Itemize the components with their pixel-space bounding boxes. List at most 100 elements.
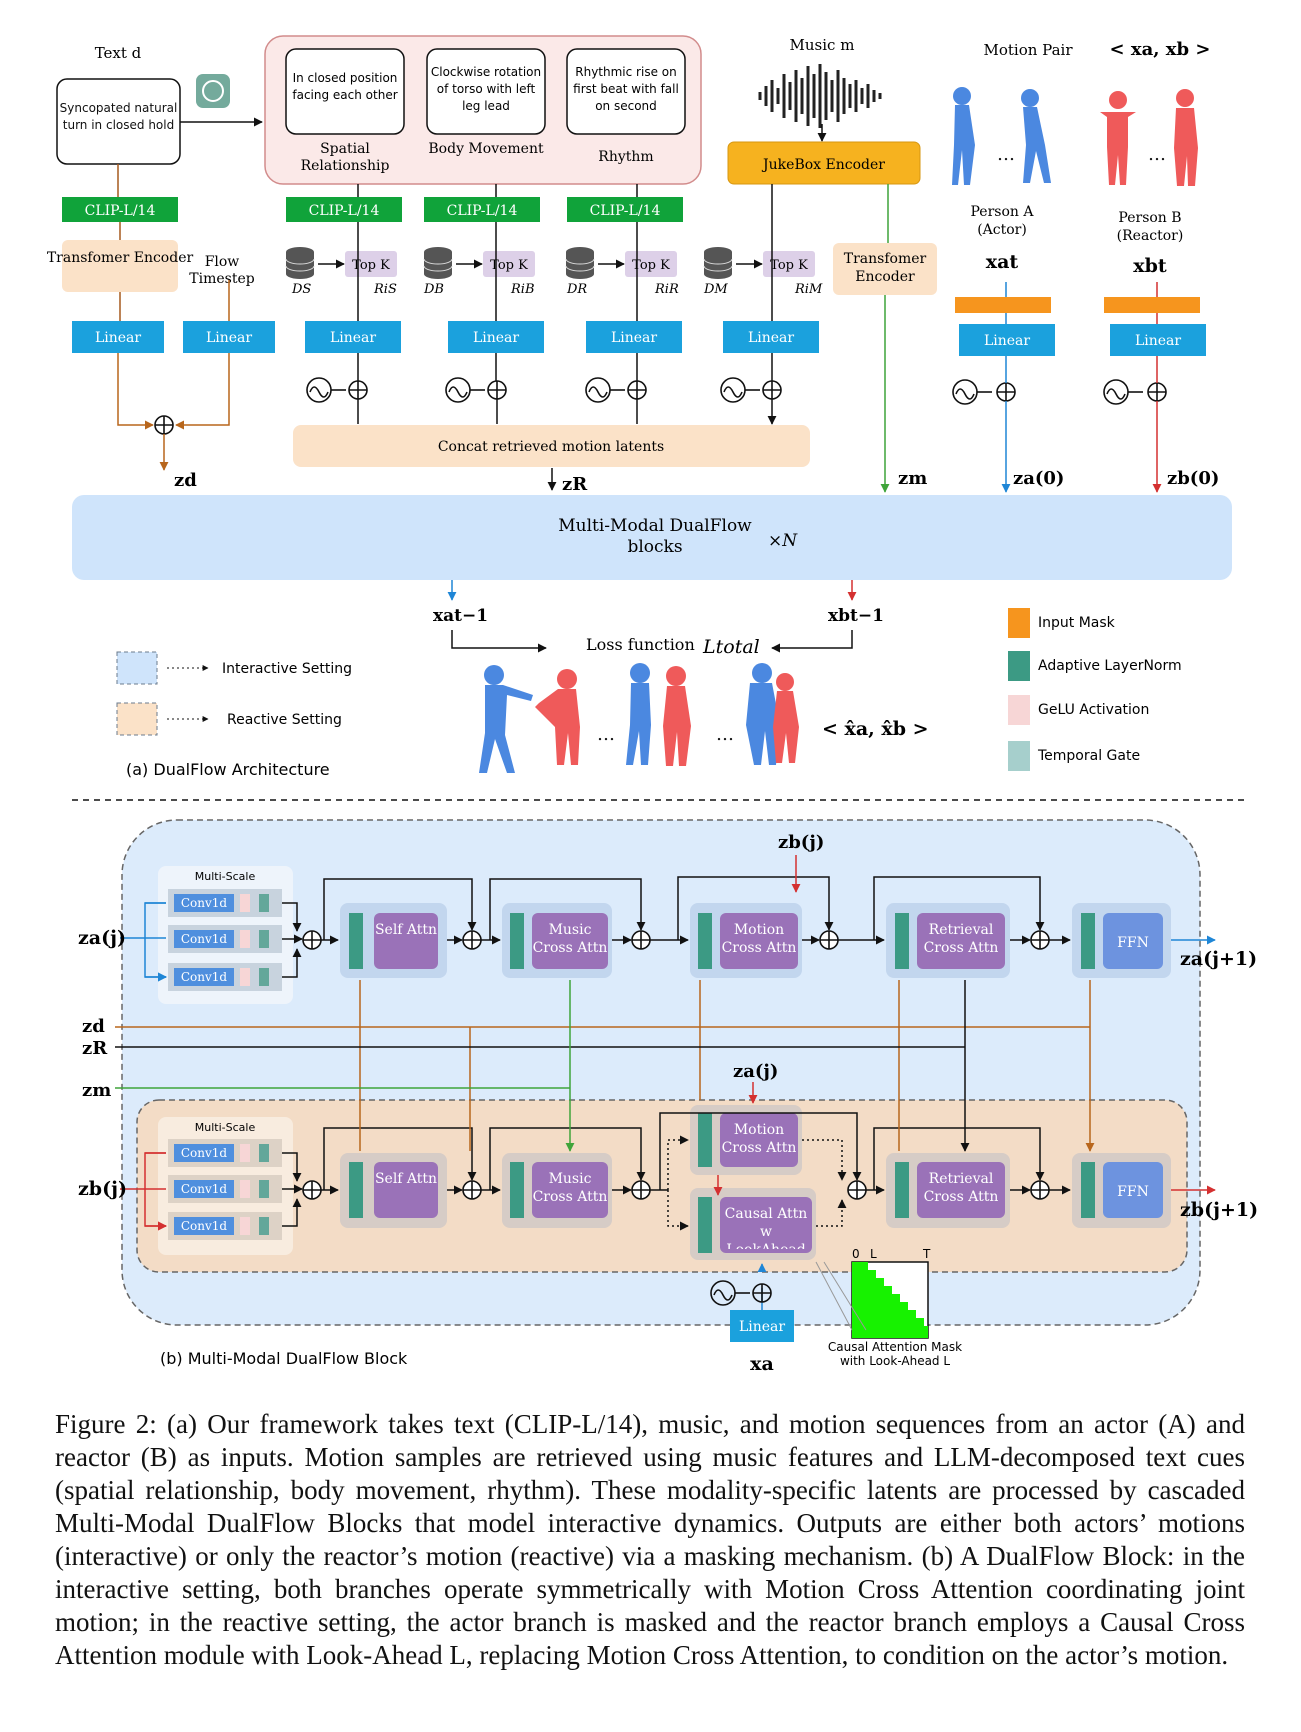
person-a-label: Person A (971, 204, 1035, 220)
svg-text:Conv1d: Conv1d (181, 970, 228, 984)
person-b-label: Person B (1118, 210, 1181, 226)
actor-figures: … (952, 87, 1051, 185)
ffn-b: FFN (1117, 1184, 1149, 1200)
svg-text:…: … (597, 724, 615, 745)
svg-text:T: T (922, 1247, 931, 1261)
causal-attention-mask (815, 1261, 929, 1339)
database-icon (565, 247, 595, 279)
retrieval-cross-attn-b: Retrieval Cross Attn (923, 1171, 999, 1205)
svg-text:Linear: Linear (1135, 333, 1181, 349)
svg-text:Linear: Linear (611, 330, 657, 346)
music-cross-attn-a: Music Cross Attn (532, 922, 608, 956)
svg-text:Conv1d: Conv1d (181, 932, 228, 946)
svg-text:Top K: Top K (632, 258, 670, 273)
svg-text:CLIP-L/14: CLIP-L/14 (447, 203, 518, 219)
text-transformer-encoder (62, 240, 178, 292)
svg-text:Conv1d: Conv1d (181, 1182, 228, 1196)
clip-encoders: CLIP-L/14 CLIP-L/14 CLIP-L/14 CLIP-L/14 (62, 197, 683, 222)
part-b: Multi-Scale Conv1d Conv1d Conv1d Multi-S… (78, 819, 1258, 1375)
zb-next-output: zb(j+1) (1180, 1199, 1258, 1221)
svg-text:Top K: Top K (352, 258, 390, 273)
prompt-label: Body Movement (428, 141, 544, 157)
component-legend: Input Mask Adaptive LayerNorm GeLU Activ… (1008, 608, 1182, 771)
svg-text:Linear: Linear (473, 330, 519, 346)
retrieval-rows: DS DB DR DM Top K Top K Top K Top K RiS … (285, 247, 823, 297)
ffn-a: FFN (1117, 935, 1149, 951)
svg-text:RiR: RiR (654, 282, 679, 297)
svg-text:Linear: Linear (206, 330, 252, 346)
za-j-cross: za(j) (733, 1061, 778, 1082)
output-pair-math: < x̂a, x̂b > (822, 718, 929, 740)
svg-text:Linear: Linear (95, 330, 141, 346)
modules-b: Self Attn Music Cross Attn Motion Cross … (340, 1105, 1171, 1260)
dualflow-blocks-label: Multi-Modal DualFlow blocks (558, 516, 752, 557)
svg-text:RiS: RiS (373, 282, 397, 297)
interactive-setting-label: Interactive Setting (222, 661, 352, 677)
residual-add-nodes (302, 930, 1050, 1200)
prompt-text: Rhythmic rise on first beat with fall on… (573, 65, 679, 113)
concat-label: Concat retrieved motion latents (438, 439, 664, 455)
zd-b-label: zd (82, 1016, 105, 1037)
svg-text:Linear: Linear (330, 330, 376, 346)
database-icon (703, 247, 733, 279)
svg-text:Top K: Top K (770, 258, 808, 273)
svg-text:Conv1d: Conv1d (181, 896, 228, 910)
prompt-text: In closed position facing each other (292, 71, 398, 102)
prompt-label: Rhythm (598, 149, 654, 165)
prompt-spatial: In closed position facing each other Spa… (285, 48, 405, 174)
part-a: Text d Syncopated natural turn in closed… (47, 35, 1232, 779)
svg-text:Conv1d: Conv1d (181, 1219, 228, 1233)
xa-positional-encoding (710, 1280, 772, 1306)
modules-a: Self Attn Music Cross Attn Motion Cross … (340, 903, 1171, 978)
svg-text:Temporal Gate: Temporal Gate (1037, 748, 1140, 764)
conv-stack-b: Conv1d Conv1d Conv1d (168, 1139, 282, 1240)
svg-text:Top K: Top K (490, 258, 528, 273)
svg-text:DM: DM (703, 282, 728, 297)
xa-prev-label: xat−1 (433, 606, 488, 626)
zb-j-input: zb(j) (78, 1178, 127, 1200)
prompt-rhythm: Rhythmic rise on first beat with fall on… (566, 48, 686, 165)
xa-input: xa (750, 1353, 774, 1375)
database-icon (285, 247, 315, 279)
input-mask-a (955, 297, 1051, 313)
linear-layers: Linear Linear Linear Linear Linear Linea… (72, 321, 1206, 356)
person-a-role: (Actor) (977, 222, 1027, 238)
svg-text:Multi-Scale: Multi-Scale (195, 1121, 256, 1134)
input-mask-b (1104, 297, 1200, 313)
svg-text:Linear: Linear (748, 330, 794, 346)
zd-label: zd (174, 470, 197, 491)
svg-text:Linear: Linear (984, 333, 1030, 349)
database-icon (423, 247, 453, 279)
conv-stack-a: Conv1d Conv1d Conv1d (168, 889, 282, 991)
xb-prev-label: xbt−1 (828, 606, 884, 626)
text-input: Syncopated natural turn in closed hold (59, 101, 178, 132)
flow-timestep-label: Flow Timestep (189, 254, 255, 287)
self-attn-a: Self Attn (374, 922, 438, 938)
positional-encoding-icons (154, 377, 1167, 435)
zr-label: zR (562, 474, 588, 495)
dualflow-blocks (72, 495, 1232, 580)
svg-text:Adaptive LayerNorm: Adaptive LayerNorm (1038, 658, 1182, 674)
self-attn-b: Self Attn (374, 1171, 438, 1187)
zb0-label: zb(0) (1167, 468, 1219, 489)
generated-motion-figures: … … (479, 663, 799, 773)
reactor-figures: … (1100, 89, 1198, 186)
svg-text:DR: DR (566, 282, 587, 297)
xb-t: xbt (1133, 255, 1167, 277)
music-cross-attn-b: Music Cross Attn (532, 1171, 608, 1205)
causal-attn-b: Causal Attn w LookAhead (724, 1206, 808, 1249)
music-label: Music m (790, 36, 855, 54)
llm-icon (196, 74, 230, 108)
zb-j-cross: zb(j) (778, 832, 824, 853)
reactive-setting-label: Reactive Setting (227, 712, 342, 728)
person-b-role: (Reactor) (1117, 228, 1184, 244)
svg-text:0: 0 (852, 1247, 860, 1261)
za0-label: za(0) (1013, 468, 1064, 489)
prompt-label: Spatial Relationship (300, 141, 390, 174)
svg-text:CLIP-L/14: CLIP-L/14 (590, 203, 661, 219)
svg-text:…: … (1148, 144, 1166, 165)
motion-cross-attn-a: Motion Cross Attn (721, 922, 797, 956)
motion-cross-attn-b: Motion Cross Attn (721, 1122, 797, 1156)
zr-b-label: zR (82, 1038, 108, 1059)
interactive-swatch (116, 651, 158, 685)
